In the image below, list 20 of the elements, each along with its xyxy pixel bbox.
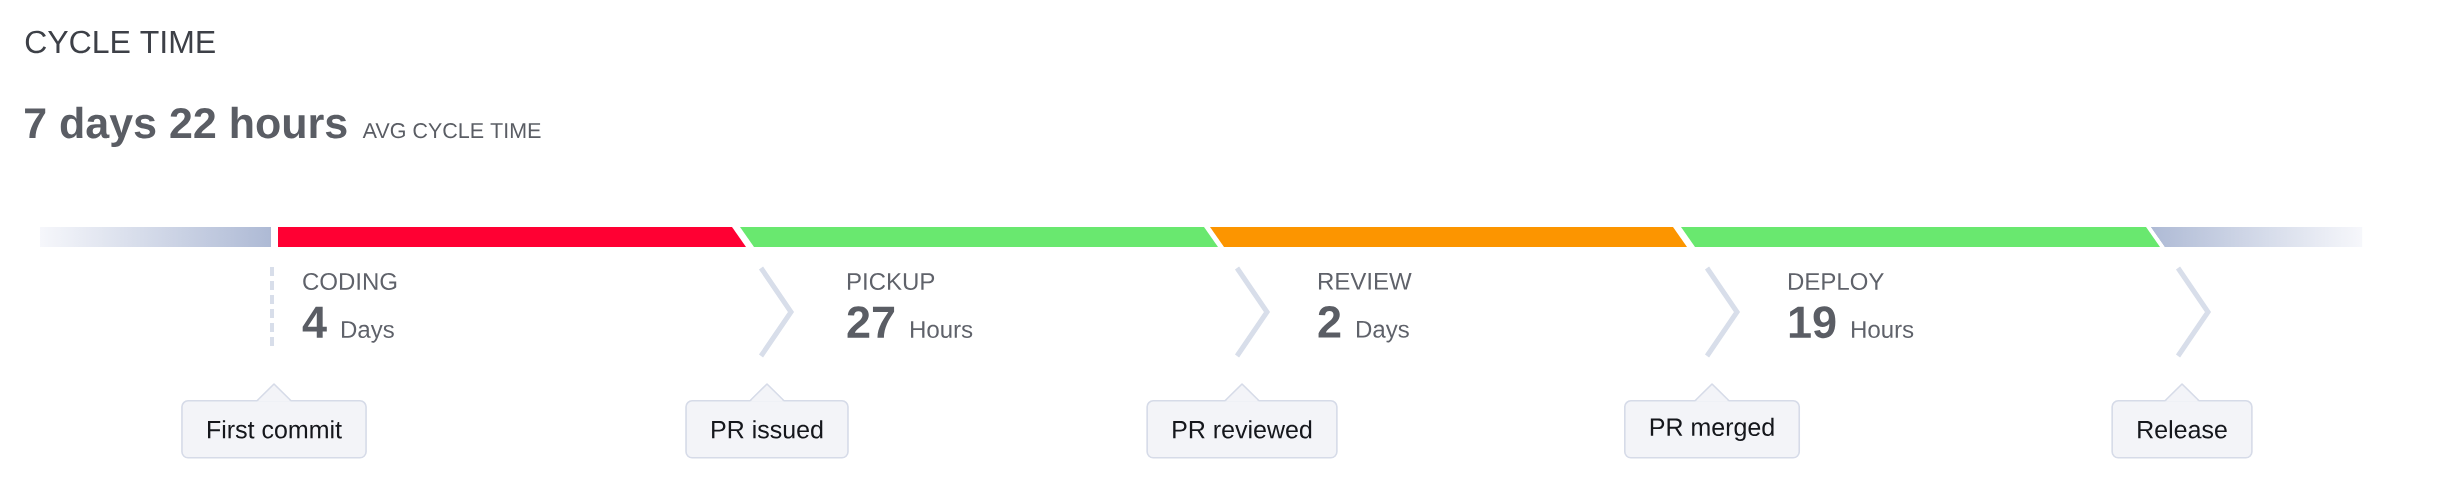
duration-unit: Hours [911, 321, 973, 338]
duration-value: 27 [847, 306, 895, 338]
stage-label: REVIEW [1319, 273, 1412, 290]
heading: CYCLE TIME [25, 30, 215, 54]
callout: First commit [181, 383, 367, 459]
callout: PR merged [1624, 383, 1801, 459]
duration-unit: Days [342, 321, 394, 343]
stage-label: DEPLOY [1789, 273, 1884, 290]
callout: PR reviewed [1146, 383, 1338, 459]
duration-value: 2 [1318, 306, 1341, 338]
metric-value: 7 days 22 hours [25, 106, 347, 147]
callout: Release [2111, 383, 2253, 459]
duration-unit: Days [1357, 321, 1409, 343]
stage-label: CODING [303, 273, 397, 290]
duration-value: 4 [302, 306, 327, 338]
duration-unit: Hours [1852, 321, 1914, 338]
duration-value: 19 [1789, 306, 1836, 339]
stage-label: PICKUP [848, 273, 935, 290]
callout: PR issued [685, 383, 849, 459]
metric-label: AVG CYCLE TIME [362, 123, 541, 139]
